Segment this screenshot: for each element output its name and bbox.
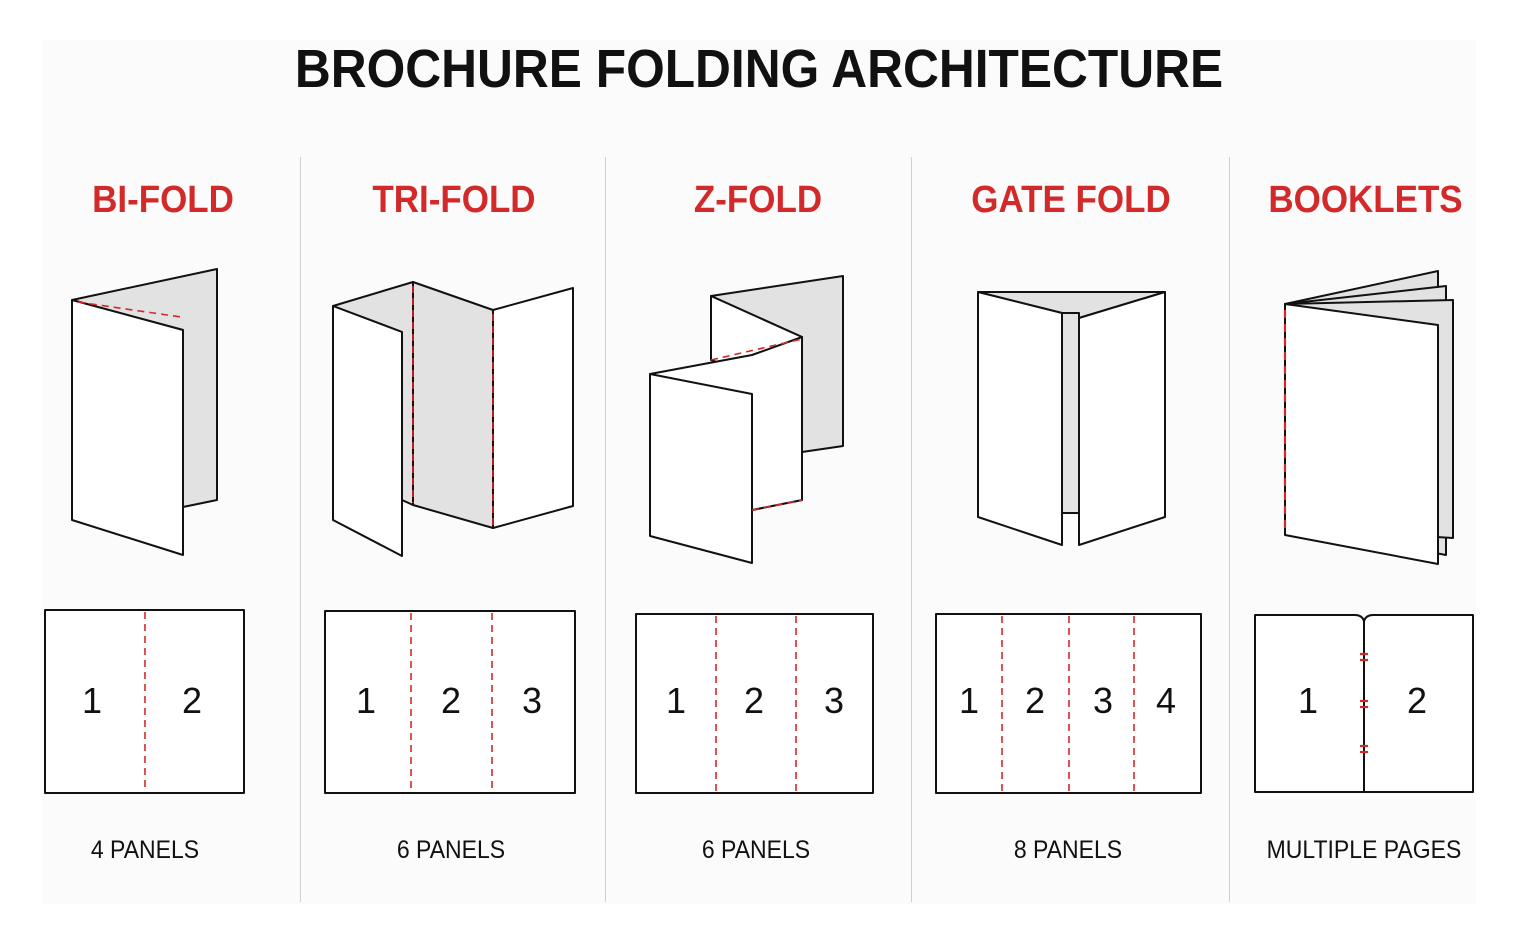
booklet-flat-layout	[1254, 614, 1474, 793]
panel-number: 1	[356, 680, 376, 721]
panel-count-booklets: MULTIPLE PAGES	[1266, 836, 1462, 864]
panel-number: 2	[1025, 680, 1045, 721]
column-divider	[300, 157, 301, 902]
panel-number: 3	[824, 680, 844, 721]
panel-number: 1	[959, 680, 979, 721]
bi-fold-flat-layout	[44, 609, 245, 794]
panel-number: 2	[1407, 680, 1427, 721]
z-fold-illustration	[649, 275, 844, 564]
panel-number: 1	[666, 680, 686, 721]
column-divider	[1229, 157, 1230, 902]
panel-number: 2	[744, 680, 764, 721]
panel-number: 1	[82, 680, 102, 721]
column-divider	[605, 157, 606, 902]
booklet-illustration	[1283, 270, 1454, 565]
panel-count-tri-fold: 6 PANELS	[396, 836, 506, 864]
tri-fold-illustration	[332, 281, 574, 557]
gate-fold-flat-layout	[935, 613, 1202, 794]
column-title-bi-fold: BI-FOLD	[92, 179, 234, 221]
column-divider	[911, 157, 912, 902]
column-title-z-fold: Z-FOLD	[693, 179, 823, 221]
column-title-gate-fold: GATE FOLD	[971, 179, 1171, 221]
page-title: BROCHURE FOLDING ARCHITECTURE	[294, 39, 1224, 99]
bi-fold-illustration	[71, 268, 218, 556]
gate-fold-illustration	[977, 291, 1166, 546]
column-title-booklets: BOOKLETS	[1268, 179, 1463, 221]
panel-count-bi-fold: 4 PANELS	[90, 836, 200, 864]
panel-number: 3	[522, 680, 542, 721]
tri-fold-flat-layout	[324, 610, 576, 794]
panel-number: 2	[441, 680, 461, 721]
panel-number: 3	[1093, 680, 1113, 721]
panel-number: 1	[1298, 680, 1318, 721]
panel-count-gate-fold: 8 PANELS	[1013, 836, 1123, 864]
panel-number: 2	[182, 680, 202, 721]
column-title-tri-fold: TRI-FOLD	[372, 179, 536, 221]
panel-number: 4	[1156, 680, 1176, 721]
panel-count-z-fold: 6 PANELS	[701, 836, 811, 864]
z-fold-flat-layout	[635, 613, 874, 794]
